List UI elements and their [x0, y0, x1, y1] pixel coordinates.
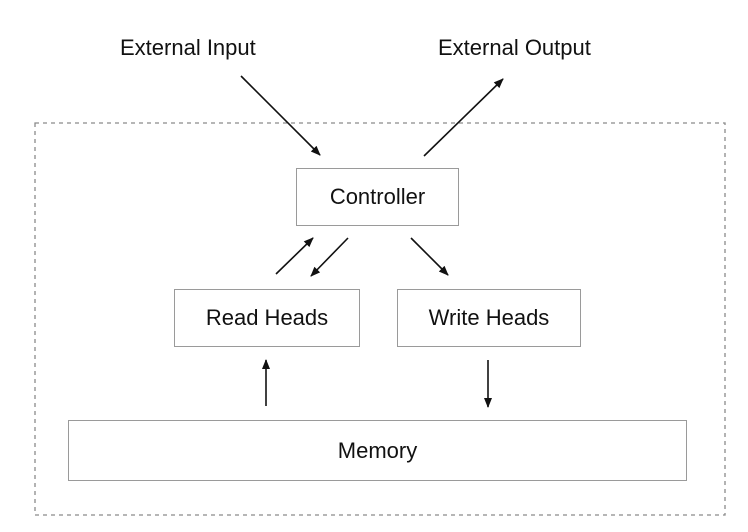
system-boundary [34, 122, 726, 516]
write-heads-label: Write Heads [428, 305, 550, 330]
controller-to-read-arrow [310, 237, 349, 277]
write-heads-node: Write Heads [397, 289, 581, 347]
controller-node: Controller [296, 168, 459, 226]
read-heads-label: Read Heads [205, 305, 329, 330]
memory-label: Memory [337, 437, 418, 463]
read-to-controller-arrow [275, 237, 314, 275]
controller-label: Controller [329, 184, 426, 209]
input-arrow [240, 75, 321, 156]
read-heads-node: Read Heads [174, 289, 360, 347]
memory-node: Memory [68, 420, 687, 481]
controller-to-write-arrow [410, 237, 449, 276]
output-arrow [423, 78, 504, 157]
external-output-label: External Output [438, 35, 591, 60]
external-input-label: External Input [120, 35, 256, 60]
